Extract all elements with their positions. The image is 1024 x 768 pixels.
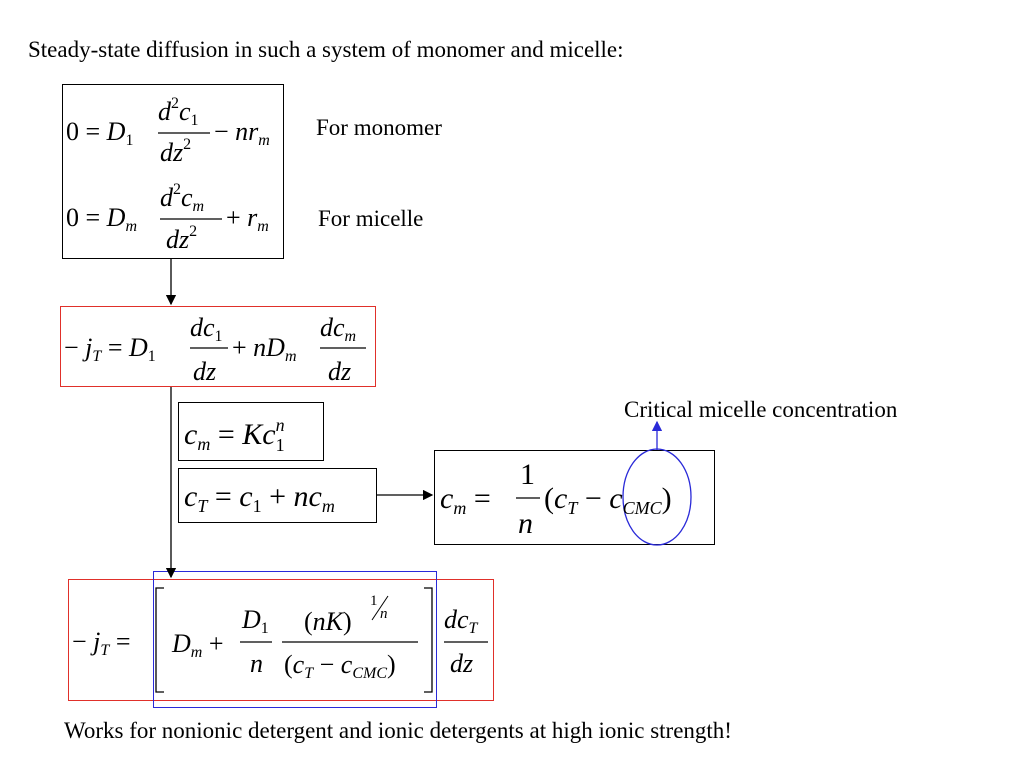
total-concentration-box — [178, 468, 377, 523]
total-flux-equation-box — [60, 306, 376, 387]
micelle-equilibrium-box — [178, 402, 324, 461]
micelle-concentration-box — [434, 450, 715, 545]
diffusion-equations-box — [62, 84, 284, 259]
footer-note: Works for nonionic detergent and ionic d… — [64, 718, 732, 743]
effective-diffusion-highlight-box — [153, 571, 437, 708]
label-critical-micelle-concentration: Critical micelle concentration — [624, 397, 898, 422]
final-flux-equation-box — [68, 579, 494, 701]
page-heading: Steady-state diffusion in such a system … — [28, 37, 624, 62]
label-for-monomer: For monomer — [316, 115, 442, 140]
label-for-micelle: For micelle — [318, 206, 424, 231]
